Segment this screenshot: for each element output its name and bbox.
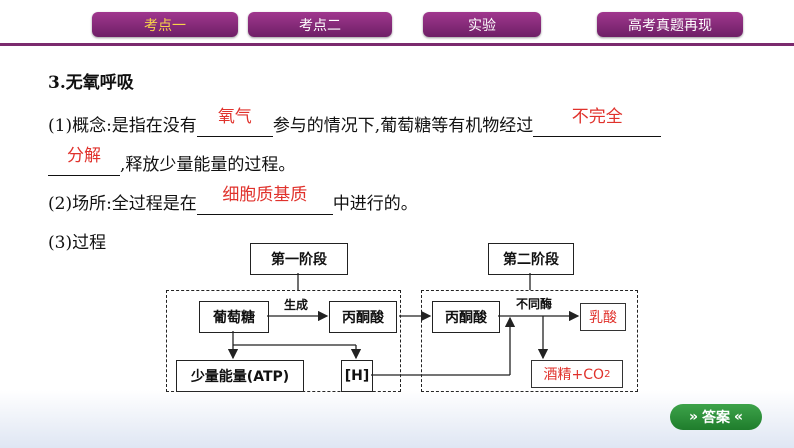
answer-label: 答案 xyxy=(702,410,730,426)
answer-decompose: 分解 xyxy=(67,146,101,166)
answer-oxygen: 氧气 xyxy=(217,107,252,127)
blank-decompose: 分解 xyxy=(48,146,120,176)
enzyme-label: 不同酶 xyxy=(516,297,553,311)
nav-divider xyxy=(0,43,794,46)
nav-bar: 考点一 考点二 实验 高考真题再现 xyxy=(0,0,794,44)
blank-incomplete: 不完全 xyxy=(533,107,662,137)
answer-button[interactable]: » 答案 « xyxy=(670,404,762,430)
location-prefix: (2)场所:全过程是在 xyxy=(48,194,197,214)
pyruvate-box-1: 丙酮酸 xyxy=(329,301,397,333)
stage2-box: 第二阶段 xyxy=(488,243,574,275)
tab-kaodian-1[interactable]: 考点一 xyxy=(92,12,238,37)
tab-experiment[interactable]: 实验 xyxy=(423,12,541,37)
location-suffix: 中进行的。 xyxy=(332,194,418,214)
section-heading: 3.无氧呼吸 xyxy=(48,73,134,93)
concept-prefix: (1)概念:是指在没有 xyxy=(48,116,197,136)
pyruvate-box-2: 丙酮酸 xyxy=(432,301,500,333)
location-line: (2)场所:全过程是在 细胞质基质 中进行的。 xyxy=(48,185,418,215)
process-label: (3)过程 xyxy=(48,233,107,253)
alcohol-subscript: 2 xyxy=(604,368,611,380)
blank-cytoplasm: 细胞质基质 xyxy=(196,185,333,215)
concept-line: (1)概念:是指在没有氧气参与的情况下,葡萄糖等有机物经过 不完全 xyxy=(48,107,662,137)
double-chevron-left-icon: « xyxy=(734,409,744,425)
concept-suffix: ,释放少量能量的过程。 xyxy=(120,155,296,175)
tab-kaodian-2[interactable]: 考点二 xyxy=(248,12,392,37)
h-box: [H] xyxy=(341,360,373,392)
tab-exam-questions[interactable]: 高考真题再现 xyxy=(597,12,743,37)
double-chevron-icon: » xyxy=(688,409,698,425)
answer-cytoplasm: 细胞质基质 xyxy=(222,185,308,205)
blank-oxygen: 氧气 xyxy=(196,107,273,137)
concept-line-2: 分解 ,释放少量能量的过程。 xyxy=(48,146,296,176)
answer-incomplete: 不完全 xyxy=(571,107,623,127)
stage1-box: 第一阶段 xyxy=(250,243,348,275)
bottom-decoration xyxy=(0,390,794,448)
glucose-box: 葡萄糖 xyxy=(199,301,269,333)
generate-label: 生成 xyxy=(284,298,309,312)
alcohol-label: 酒精+CO xyxy=(543,367,605,383)
concept-mid: 参与的情况下,葡萄糖等有机物经过 xyxy=(272,116,534,136)
lactic-acid-box: 乳酸 xyxy=(580,303,626,331)
